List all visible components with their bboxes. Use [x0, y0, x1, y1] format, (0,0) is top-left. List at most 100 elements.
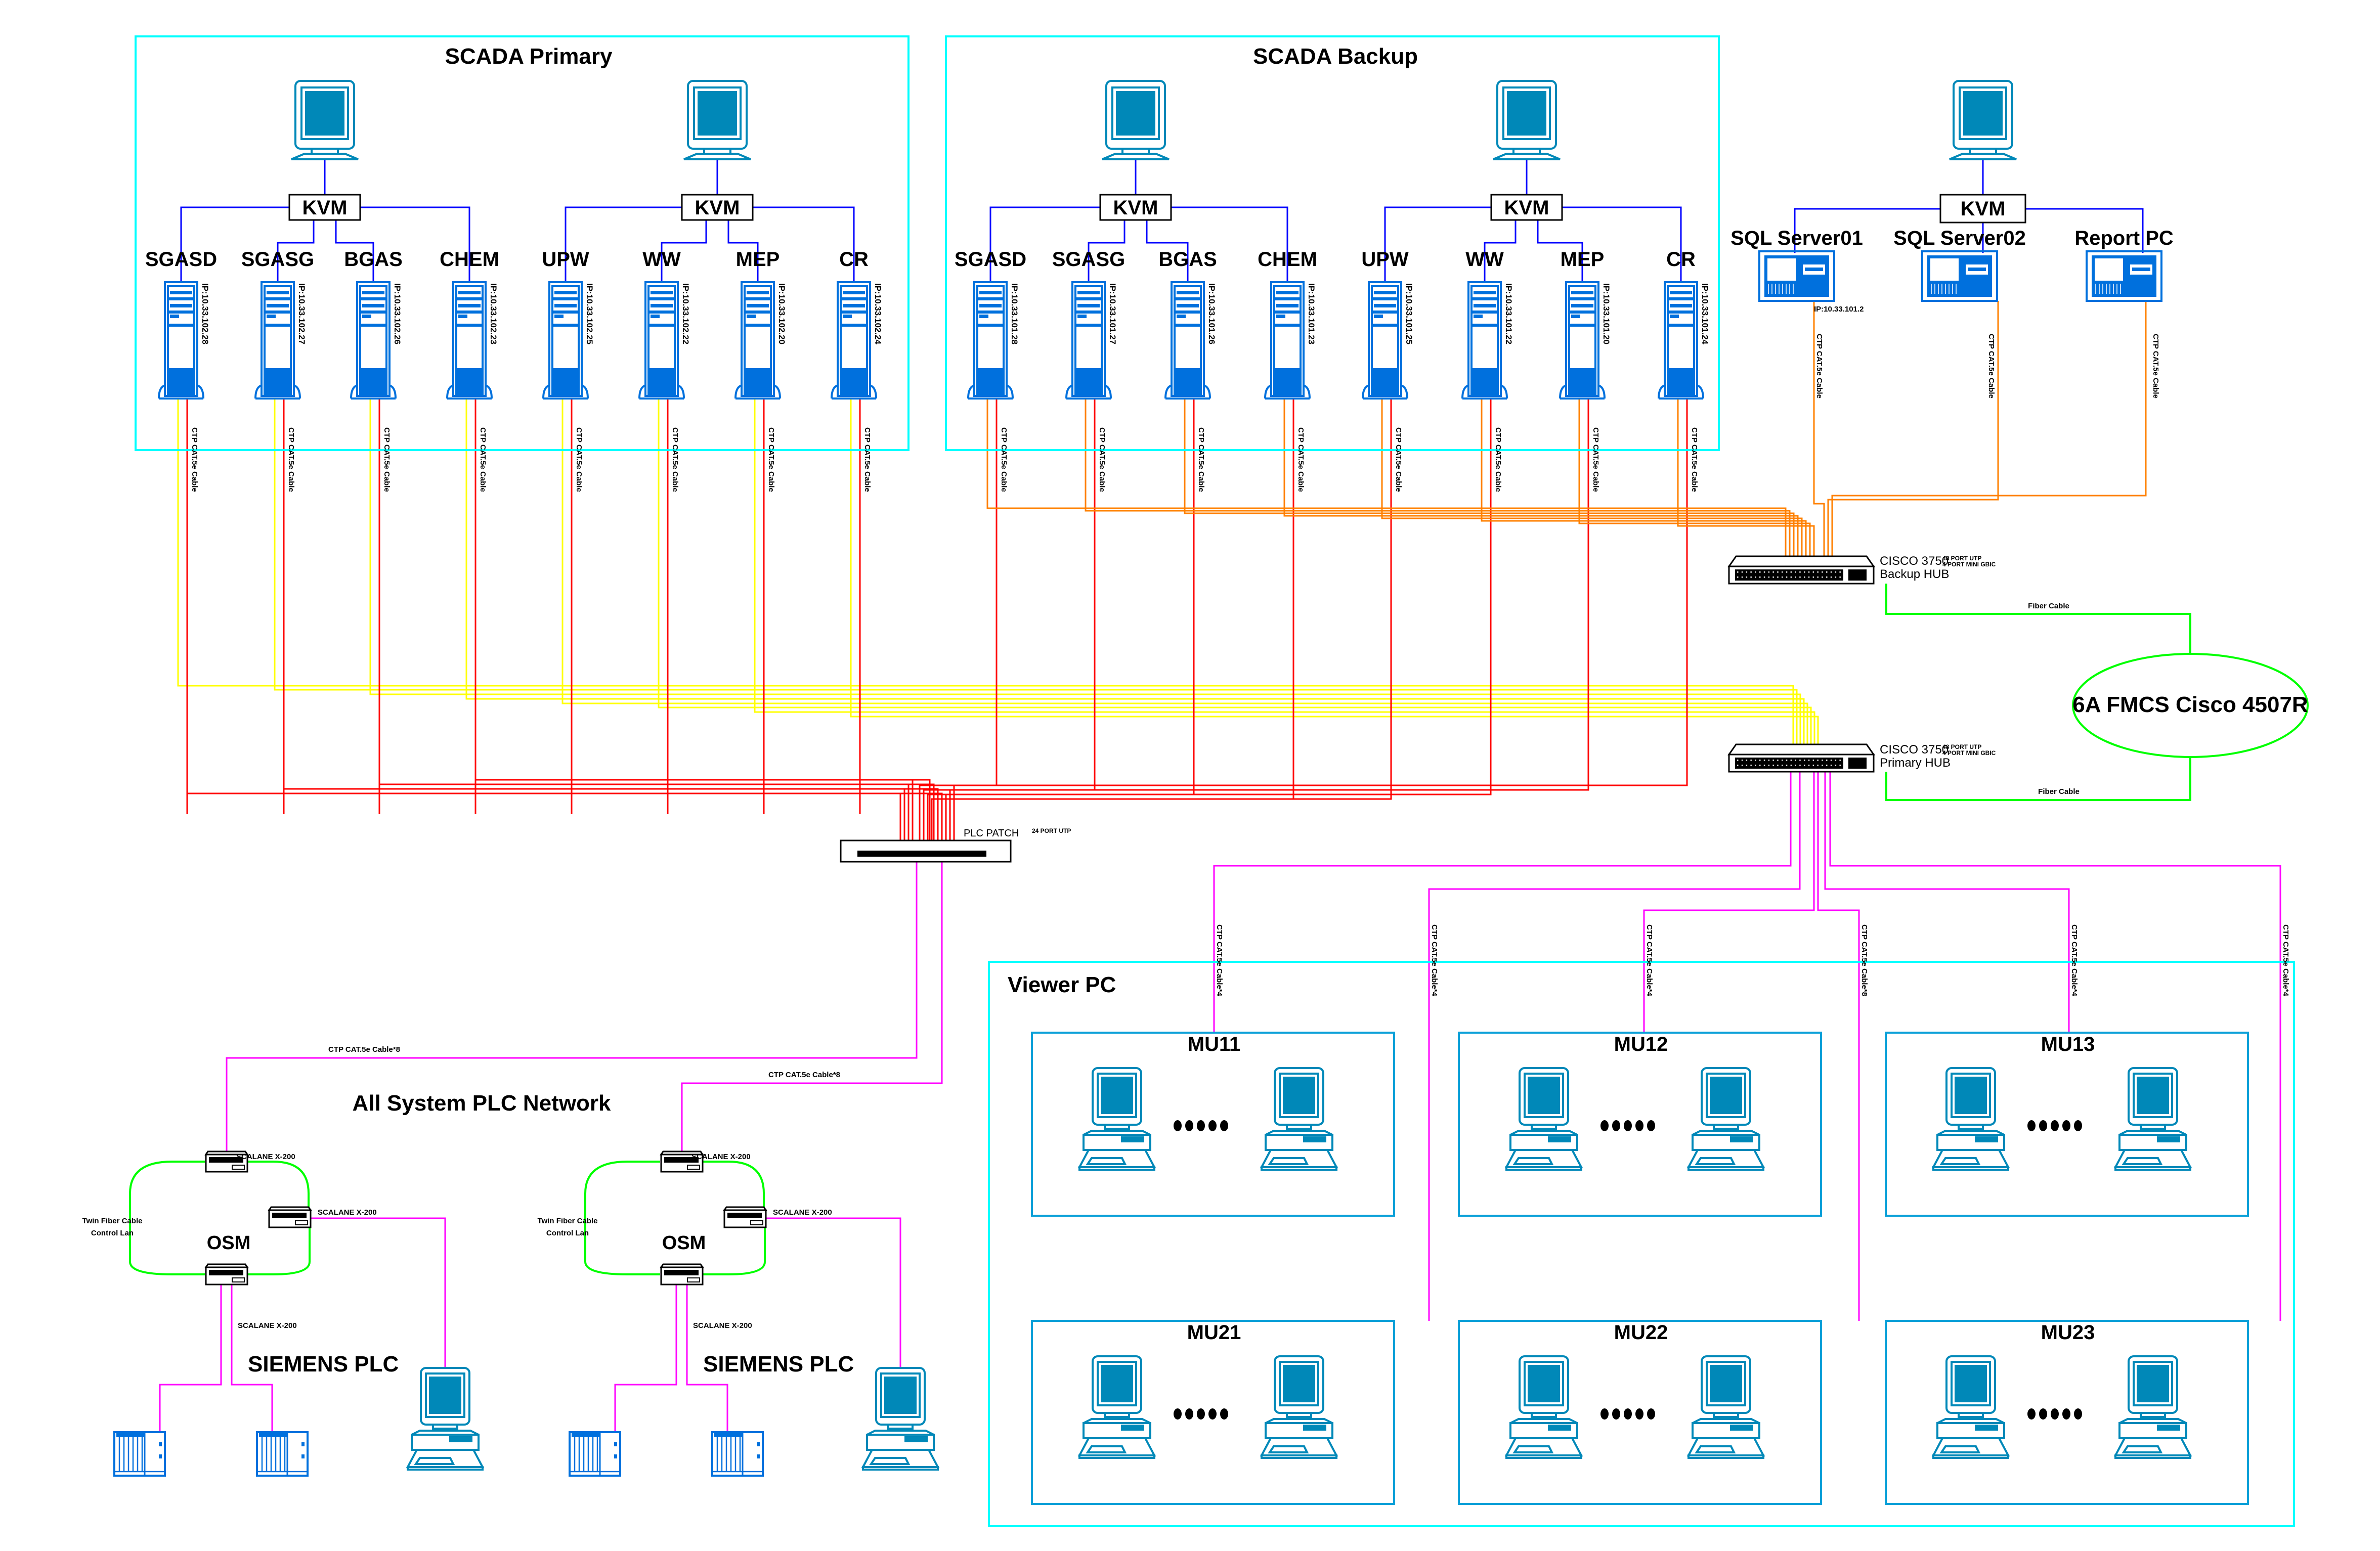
primary-server-ip: IP:10.33.102.23	[489, 283, 498, 344]
plc-patch-link	[945, 400, 1492, 840]
rack-frame	[1921, 250, 1998, 302]
pc-drive	[1730, 1425, 1753, 1431]
port	[1763, 571, 1765, 573]
ellipsis-dot	[1220, 1120, 1228, 1131]
drive-slot-2	[979, 304, 1002, 307]
drive-slot-2	[267, 304, 289, 307]
port	[1782, 571, 1783, 573]
monitor-screen-frame	[1097, 1073, 1137, 1118]
port	[1746, 760, 1748, 761]
plc-group-2-fiber-ring	[584, 1161, 766, 1275]
port	[1759, 571, 1761, 573]
port	[1799, 577, 1801, 578]
backup-server-name: SGASD	[955, 248, 1026, 271]
viewer-link	[1829, 772, 2281, 1321]
sql-kvm-box	[1939, 194, 2026, 224]
plc-group-2-plc-2-icon	[711, 1431, 764, 1477]
tower-case	[837, 281, 871, 397]
backup-kvm-box	[1099, 194, 1172, 221]
tower-feet	[1362, 384, 1408, 399]
monitor-base	[1102, 153, 1170, 160]
port	[1835, 765, 1837, 766]
drive-slot-2	[1571, 304, 1593, 307]
ellipsis-dot	[1647, 1120, 1655, 1131]
backup-hub-role: Backup HUB	[1880, 567, 1949, 581]
port	[1799, 765, 1801, 766]
monitor-neck	[1104, 1124, 1130, 1130]
port	[1737, 765, 1739, 766]
port	[1817, 760, 1819, 761]
tower-feet	[1461, 384, 1508, 399]
monitor-neck	[1286, 1412, 1312, 1418]
tower-fill	[168, 368, 194, 394]
plc-led	[159, 1442, 162, 1446]
backup-hub-link	[986, 400, 1787, 556]
port	[1746, 765, 1748, 766]
sw-ports	[209, 1270, 243, 1275]
viewer-cable-label: CTP CAT.5e Cable*4	[2281, 924, 2290, 997]
backup-kvm-link	[1171, 206, 1288, 282]
monitor-screen-frame	[1951, 1073, 1991, 1118]
drive-slot-2	[1276, 304, 1299, 307]
sql-2-rack-server-icon	[2086, 250, 2162, 302]
monitor-screen	[1116, 91, 1155, 136]
monitor-screen	[1283, 1077, 1315, 1114]
drive-slot-2	[458, 304, 481, 307]
port	[1782, 577, 1783, 578]
mu-label-mu23: MU23	[2041, 1321, 2095, 1344]
rack-panel	[1930, 258, 1959, 281]
pc-drive	[1548, 1425, 1571, 1431]
drive-slot-3	[1571, 315, 1580, 318]
switch-top	[1727, 555, 1875, 567]
drive-slot-3	[362, 315, 371, 318]
plc-patch-link	[859, 400, 943, 840]
monitor-base	[1493, 153, 1561, 160]
monitor-neck	[1713, 1412, 1739, 1418]
mu22-workstation-2-icon	[1686, 1355, 1765, 1459]
monitor-screen-frame	[1951, 1361, 1991, 1406]
plc-patch-label: PLC PATCH	[964, 828, 1019, 839]
primary-server-ip: IP:10.33.102.20	[777, 283, 787, 344]
keyboard-base	[1261, 1454, 1337, 1459]
viewer-cable-label: CTP CAT.5e Cable*4	[1645, 924, 1654, 997]
plc-patch-link	[763, 400, 939, 840]
backup-kvm-link	[1384, 206, 1491, 282]
plc-led	[757, 1454, 760, 1458]
port	[1755, 765, 1756, 766]
drive-slot-1	[458, 291, 481, 294]
keyboard-keys	[1268, 1157, 1309, 1165]
monitor-screen	[1710, 1077, 1742, 1114]
monitor-base	[683, 153, 751, 160]
plc-group-1-lan-label: Control Lan	[91, 1229, 134, 1237]
backup-server-ip: IP:10.33.101.23	[1307, 283, 1316, 344]
rack-frame	[1758, 250, 1835, 302]
port	[1746, 571, 1748, 573]
drive-bay-3	[647, 312, 676, 326]
monitor-screen-frame	[1706, 1073, 1746, 1118]
plc-group-1-hmi-workstation-icon	[406, 1367, 485, 1471]
core-switch-ellipse	[2072, 653, 2309, 758]
switch-gbic	[1848, 758, 1867, 769]
monitor-screen	[2137, 1077, 2169, 1114]
monitor-screen-frame	[1524, 1361, 1564, 1406]
mu-label-mu11: MU11	[1188, 1033, 1241, 1055]
pc-drive	[1975, 1425, 1998, 1431]
primary-kvm-link	[335, 220, 374, 282]
backup-kvm-link	[1562, 206, 1682, 282]
backup-cable-label: CTP CAT.5e Cable	[1690, 427, 1699, 492]
monitor-screen-frame	[1111, 86, 1160, 140]
drive-slot-2	[1670, 304, 1692, 307]
port	[1755, 760, 1756, 761]
rack-panel	[2095, 258, 2123, 281]
drive-slot-1	[1077, 291, 1100, 294]
ellipsis-dot	[1208, 1408, 1217, 1420]
switch-gbic	[1848, 569, 1867, 581]
primary-console-monitor-icon	[683, 80, 751, 160]
port	[1804, 571, 1805, 573]
tower-case	[548, 281, 583, 397]
primary-kvm-label: KVM	[695, 197, 740, 219]
monitor-screen	[1507, 91, 1546, 136]
port	[1804, 760, 1805, 761]
